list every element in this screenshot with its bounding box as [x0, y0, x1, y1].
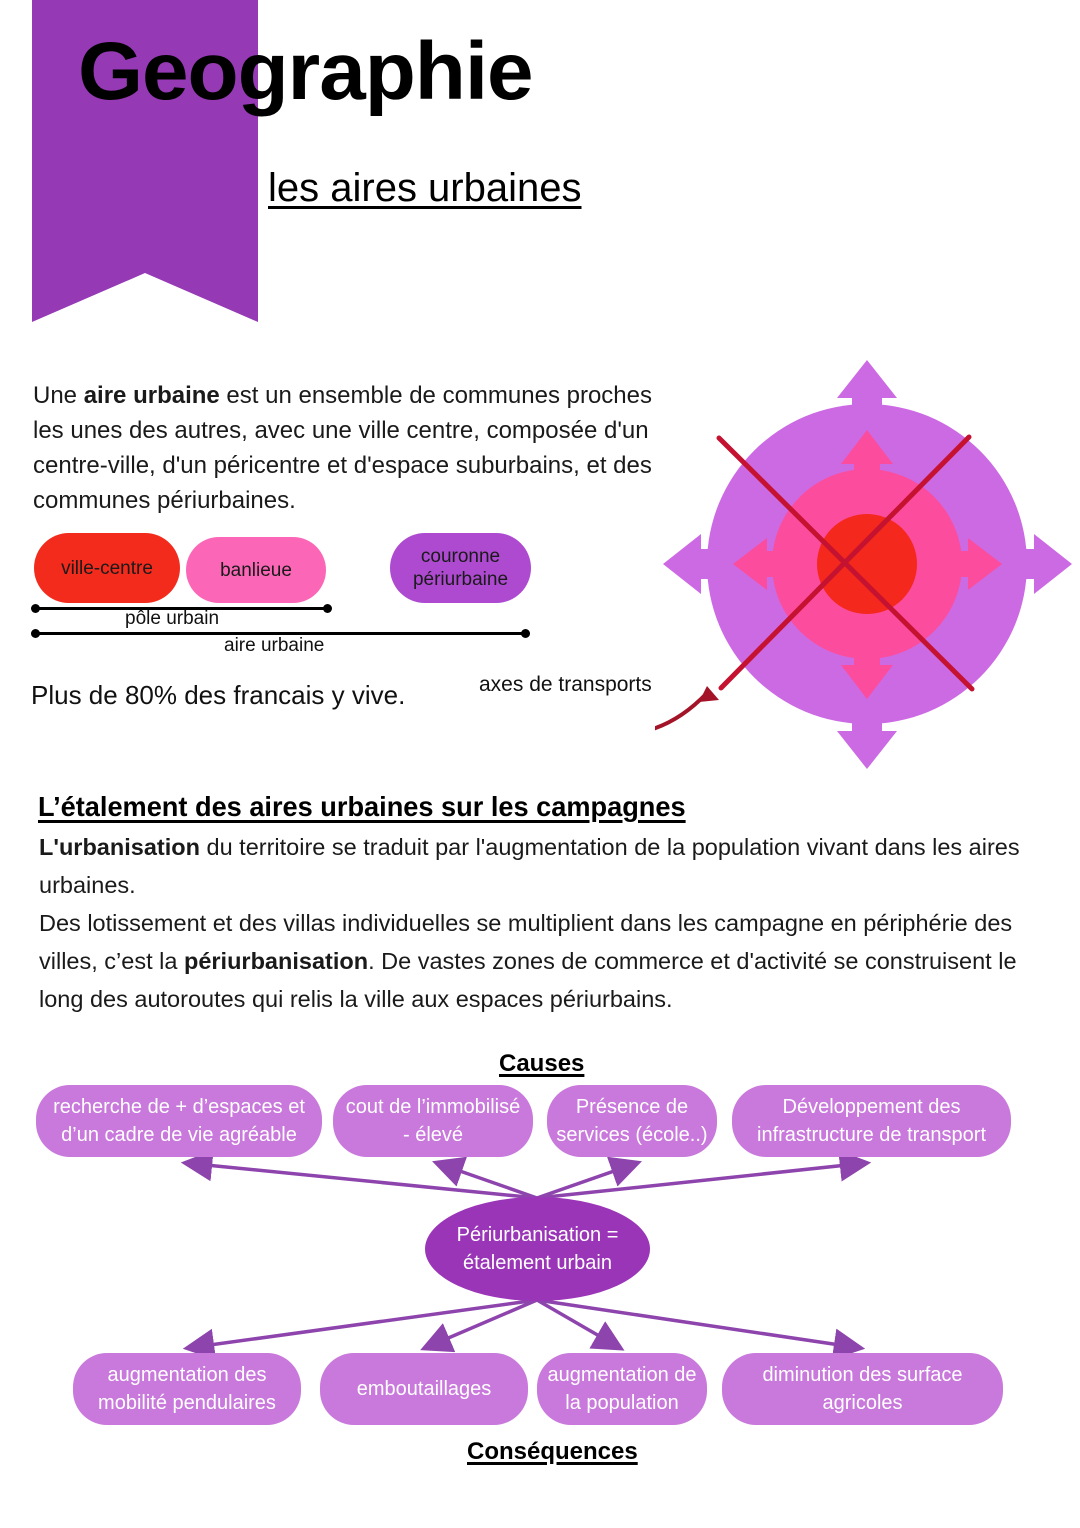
paragraph-periurbanisation-b: . De vastes zones de commerce et d'activ…: [39, 948, 1017, 1012]
paragraph-urbanisation: L'urbanisation du territoire se traduit …: [39, 828, 1039, 904]
pole-urbain-bar-left-dot: [31, 604, 40, 613]
pole-urbain-bar: [37, 607, 327, 610]
pill-couronne-periurbaine: couronne périurbaine: [390, 533, 531, 603]
pill-banlieue: banlieue: [186, 537, 326, 603]
section-heading-etalement: L’étalement des aires urbaines sur les c…: [38, 791, 686, 822]
consequence-box-1: augmentation des mobilité pendulaires: [73, 1353, 301, 1425]
axes-de-transports-label: axes de transports: [479, 673, 652, 696]
pill-ville-centre: ville-centre: [34, 533, 180, 603]
cause-box-2: cout de l’immobilisé - élevé: [333, 1085, 533, 1157]
center-node-periurbanisation: Périurbanisation = étalement urbain: [425, 1197, 650, 1301]
axes-pointer-arrow-icon: [655, 686, 719, 731]
paragraph-urbanisation-rest: du territoire se traduit par l'augmentat…: [39, 834, 1020, 898]
aire-urbaine-bar-right-dot: [521, 629, 530, 638]
intro-text-before: Une: [33, 382, 84, 409]
consequence-box-3: augmentation de la population: [537, 1353, 707, 1425]
aire-urbaine-label: aire urbaine: [224, 635, 325, 656]
paragraph-keyword-urbanisation: L'urbanisation: [39, 834, 200, 860]
aire-urbaine-bar: [37, 632, 525, 635]
page-subtitle: les aires urbaines: [268, 166, 582, 210]
intro-text-after: est un ensemble de communes proches les …: [33, 382, 652, 514]
intro-keyword: aire urbaine: [83, 382, 220, 409]
ville-centre-core: [817, 514, 917, 614]
cause-box-1: recherche de + d’espaces et d’un cadre d…: [36, 1085, 322, 1157]
intro-paragraph: Une aire urbaine est un ensemble de comm…: [33, 378, 683, 518]
paragraph-periurbanisation: Des lotissement et des villas individuel…: [39, 904, 1039, 1018]
causes-arrows: [180, 1149, 872, 1200]
consequence-box-2: emboutaillages: [320, 1353, 528, 1425]
consequences-arrows: [182, 1298, 866, 1361]
cause-box-4: Développement des infrastructure de tran…: [732, 1085, 1011, 1157]
header-ribbon: [32, 0, 258, 322]
paragraph-keyword-periurbanisation: périurbanisation: [183, 948, 369, 974]
page-title: Geographie: [78, 26, 534, 117]
pole-urbain-label: pôle urbain: [125, 608, 220, 629]
aire-urbaine-bar-left-dot: [31, 629, 40, 638]
causes-heading: Causes: [499, 1050, 585, 1077]
paragraph-periurbanisation-a: Des lotissement et des villas individuel…: [39, 910, 1013, 974]
consequences-heading: Conséquences: [467, 1438, 638, 1465]
statistic-text: Plus de 80% des francais y vive.: [31, 680, 406, 710]
cause-box-3: Présence de services (école..): [547, 1085, 717, 1157]
aire-urbaine-schema-diagram: [655, 360, 1072, 769]
transport-axes-lines: [716, 434, 975, 692]
section-body-text: L'urbanisation du territoire se traduit …: [39, 828, 1039, 1018]
consequence-box-4: diminution des surface agricoles: [722, 1353, 1003, 1425]
pole-urbain-bar-right-dot: [323, 604, 332, 613]
